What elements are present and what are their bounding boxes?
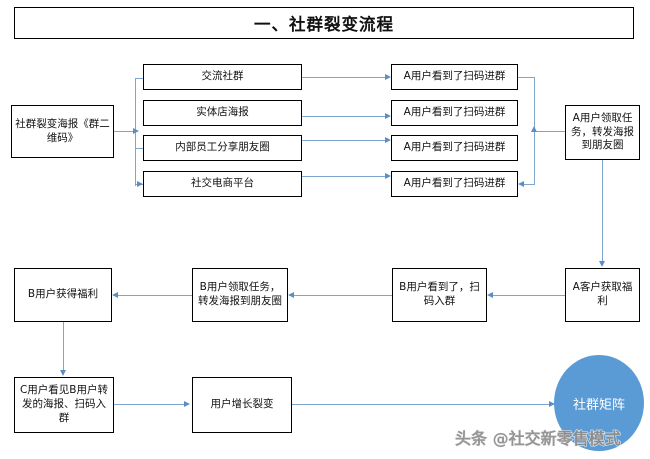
node-b-task: B用户领取任务，转发海报到朋友圈 — [192, 268, 288, 322]
arrowhead-trunk-up — [530, 126, 537, 132]
connector-channel4-to-ascan4 — [302, 176, 389, 178]
connector-areward-to-bscan — [493, 295, 565, 297]
connector-breward-to-cscan — [63, 322, 65, 371]
arrowhead-ascan-4 — [385, 172, 391, 179]
node-a-scan-2: A用户看到了扫码进群 — [391, 100, 518, 126]
arrowhead-channel-4 — [137, 180, 143, 187]
connector-channel3-to-ascan3 — [302, 140, 389, 142]
node-a-reward: A客户获取福利 — [565, 268, 640, 322]
arrowhead-b-reward — [112, 291, 118, 298]
connector-atask-to-areward — [602, 160, 604, 262]
page-title: 一、社群裂变流程 — [254, 15, 394, 34]
node-channel-1: 交流社群 — [143, 64, 302, 90]
arrowhead-a-reward — [598, 261, 605, 267]
connector-source-to-trunk — [114, 131, 135, 133]
connector-channel2-to-ascan2 — [302, 116, 389, 118]
watermark: 头条 @社交新零售模式 — [454, 428, 621, 448]
connector-trunk-channel-1 — [135, 78, 144, 80]
arrowhead-ascan-3 — [385, 136, 391, 143]
connector-trunk-to-atask — [534, 131, 565, 133]
node-growth: 用户增长裂变 — [192, 377, 292, 433]
node-matrix-terminal: 社群矩阵 — [554, 355, 644, 451]
connector-ascan1-to-trunk — [518, 77, 535, 79]
connector-trunk-to-ascan4 — [523, 184, 535, 186]
connector-channel1-to-ascan1 — [302, 77, 389, 79]
node-channel-4: 社交电商平台 — [143, 171, 302, 197]
arrowhead-ascan-1 — [385, 73, 391, 80]
connector-trunk-channel-3 — [135, 148, 144, 150]
node-a-scan-3: A用户看到了扫码进群 — [391, 135, 518, 161]
arrowhead-source-fan — [133, 127, 139, 134]
node-source-poster: 社群裂变海报《群二维码》 — [11, 105, 114, 158]
node-a-scan-4: A用户看到了扫码进群 — [391, 171, 518, 197]
title-banner: 一、社群裂变流程 — [14, 7, 634, 39]
node-b-reward: B用户获得福利 — [14, 268, 112, 322]
arrowhead-growth — [184, 400, 190, 407]
arrowhead-c-scan — [60, 370, 66, 376]
connector-bscan-to-btask — [294, 295, 392, 297]
node-a-scan-1: A用户看到了扫码进群 — [391, 64, 518, 90]
connector-growth-to-matrix — [292, 404, 554, 406]
arrowhead-b-task — [288, 291, 294, 298]
arrowhead-b-scan — [487, 291, 493, 298]
node-channel-2: 实体店海报 — [143, 100, 302, 126]
connector-cscan-to-growth — [114, 404, 188, 406]
arrowhead-matrix — [549, 400, 555, 407]
node-channel-3: 内部员工分享朋友圈 — [143, 135, 302, 161]
arrowhead-ascan4-back — [518, 180, 524, 187]
node-b-scan: B用户看到了，扫码入群 — [392, 268, 487, 322]
arrowhead-ascan-2 — [385, 112, 391, 119]
connector-btask-to-breward — [118, 295, 192, 297]
node-c-scan: C用户看见B用户转发的海报、扫码入群 — [14, 377, 114, 433]
node-a-task: A用户领取任务，转发海报到朋友圈 — [565, 105, 640, 160]
